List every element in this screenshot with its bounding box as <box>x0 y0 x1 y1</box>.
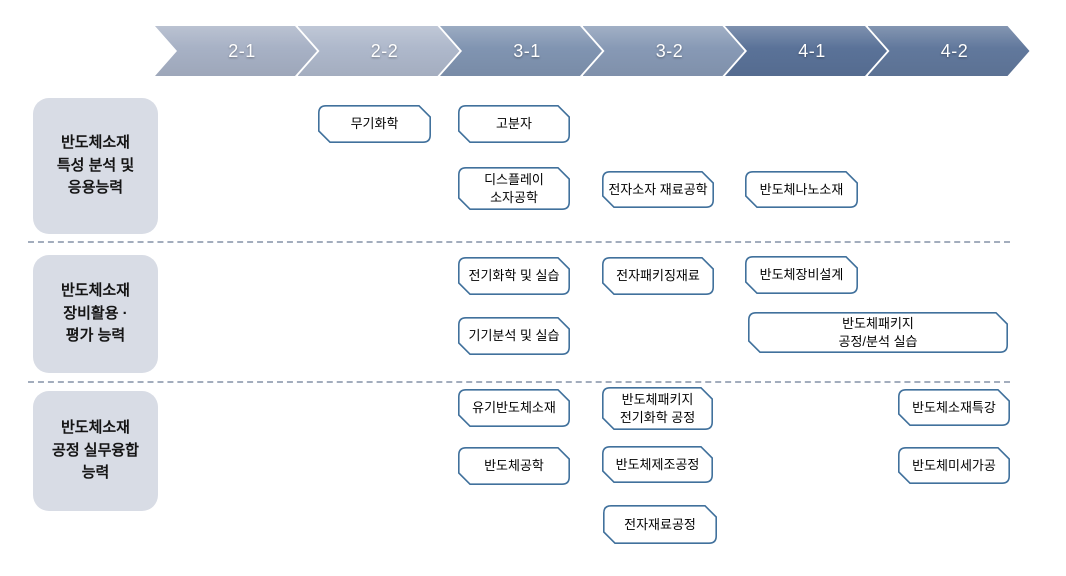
row-divider <box>28 241 1010 243</box>
course-box-outline <box>602 257 714 295</box>
semester-chevron-3-2: 3-2 <box>583 26 745 76</box>
course-box-outline <box>603 505 717 544</box>
course-label: 반도체패키지 공정/분석 실습 <box>838 315 918 349</box>
course-label: 반도체공학 <box>484 458 544 474</box>
course-box: 전자재료공정 <box>603 505 717 544</box>
course-label: 고분자 <box>496 116 532 132</box>
course-box: 반도체장비설계 <box>745 256 858 294</box>
course-label: 전자재료공정 <box>624 516 696 532</box>
competency-box-equipment: 반도체소재 장비활용 · 평가 능력 <box>33 255 158 373</box>
course-label: 반도체패키지 전기화학 공정 <box>619 391 696 425</box>
course-box-outline <box>898 389 1010 426</box>
course-label: 무기화학 <box>350 116 399 132</box>
course-box-outline <box>602 446 713 483</box>
course-box-outline <box>745 171 858 208</box>
course-box: 무기화학 <box>318 105 431 143</box>
competency-box-analysis: 반도체소재 특성 분석 및 응용능력 <box>33 98 158 234</box>
course-box: 반도체공학 <box>458 447 570 485</box>
course-box: 반도체나노소재 <box>745 171 858 208</box>
course-box: 전기화학 및 실습 <box>458 257 570 295</box>
course-label: 반도체제조공정 <box>615 456 700 472</box>
course-box-outline <box>458 389 570 427</box>
course-box-outline <box>458 447 570 485</box>
course-label: 반도체나노소재 <box>759 181 844 197</box>
course-box-outline <box>602 387 713 430</box>
course-box: 디스플레이 소자공학 <box>458 167 570 210</box>
course-box: 전자소자 재료공학 <box>602 171 714 208</box>
semester-label: 2-1 <box>228 40 256 61</box>
course-label: 전기화학 및 실습 <box>468 268 560 284</box>
course-box-outline <box>458 167 570 210</box>
course-label: 유기반도체소재 <box>472 400 556 416</box>
course-box-outline <box>318 105 431 143</box>
course-box: 반도체패키지 전기화학 공정 <box>602 387 713 430</box>
semester-chevron-3-1: 3-1 <box>440 26 602 76</box>
course-label: 디스플레이 소자공학 <box>484 171 544 205</box>
course-box-outline <box>745 256 858 294</box>
semester-label: 4-2 <box>940 40 969 61</box>
course-box-outline <box>748 312 1008 353</box>
semester-label: 2-2 <box>370 40 399 61</box>
course-box-wide: 반도체패키지 공정/분석 실습 <box>748 312 1008 353</box>
competency-box-process: 반도체소재 공정 실무융합 능력 <box>33 391 158 511</box>
semester-chevron-4-2: 4-2 <box>868 26 1030 76</box>
semester-label: 3-1 <box>513 40 541 61</box>
semester-label: 3-2 <box>655 40 684 61</box>
course-box: 반도체제조공정 <box>602 446 713 483</box>
course-box: 반도체소재특강 <box>898 389 1010 426</box>
course-box: 기기분석 및 실습 <box>458 317 570 355</box>
course-box-outline <box>458 317 570 355</box>
course-box-outline <box>602 171 714 208</box>
course-box: 전자패키징재료 <box>602 257 714 295</box>
course-label: 반도체소재특강 <box>912 399 996 415</box>
semester-chevron-2-2: 2-2 <box>298 26 460 76</box>
course-label: 반도체장비설계 <box>759 267 844 283</box>
course-box-outline <box>458 105 570 143</box>
course-box: 유기반도체소재 <box>458 389 570 427</box>
course-box: 고분자 <box>458 105 570 143</box>
course-box-outline <box>458 257 570 295</box>
course-box: 반도체미세가공 <box>898 447 1010 484</box>
semester-chevron-2-1: 2-1 <box>155 26 317 76</box>
row-divider <box>28 381 1010 383</box>
course-box-outline <box>898 447 1010 484</box>
semester-chevron-4-1: 4-1 <box>725 26 887 76</box>
course-label: 기기분석 및 실습 <box>468 328 560 344</box>
course-label: 반도체미세가공 <box>912 457 996 473</box>
course-label: 전자패키징재료 <box>616 268 700 284</box>
semester-label: 4-1 <box>798 40 826 61</box>
course-label: 전자소자 재료공학 <box>608 181 708 197</box>
